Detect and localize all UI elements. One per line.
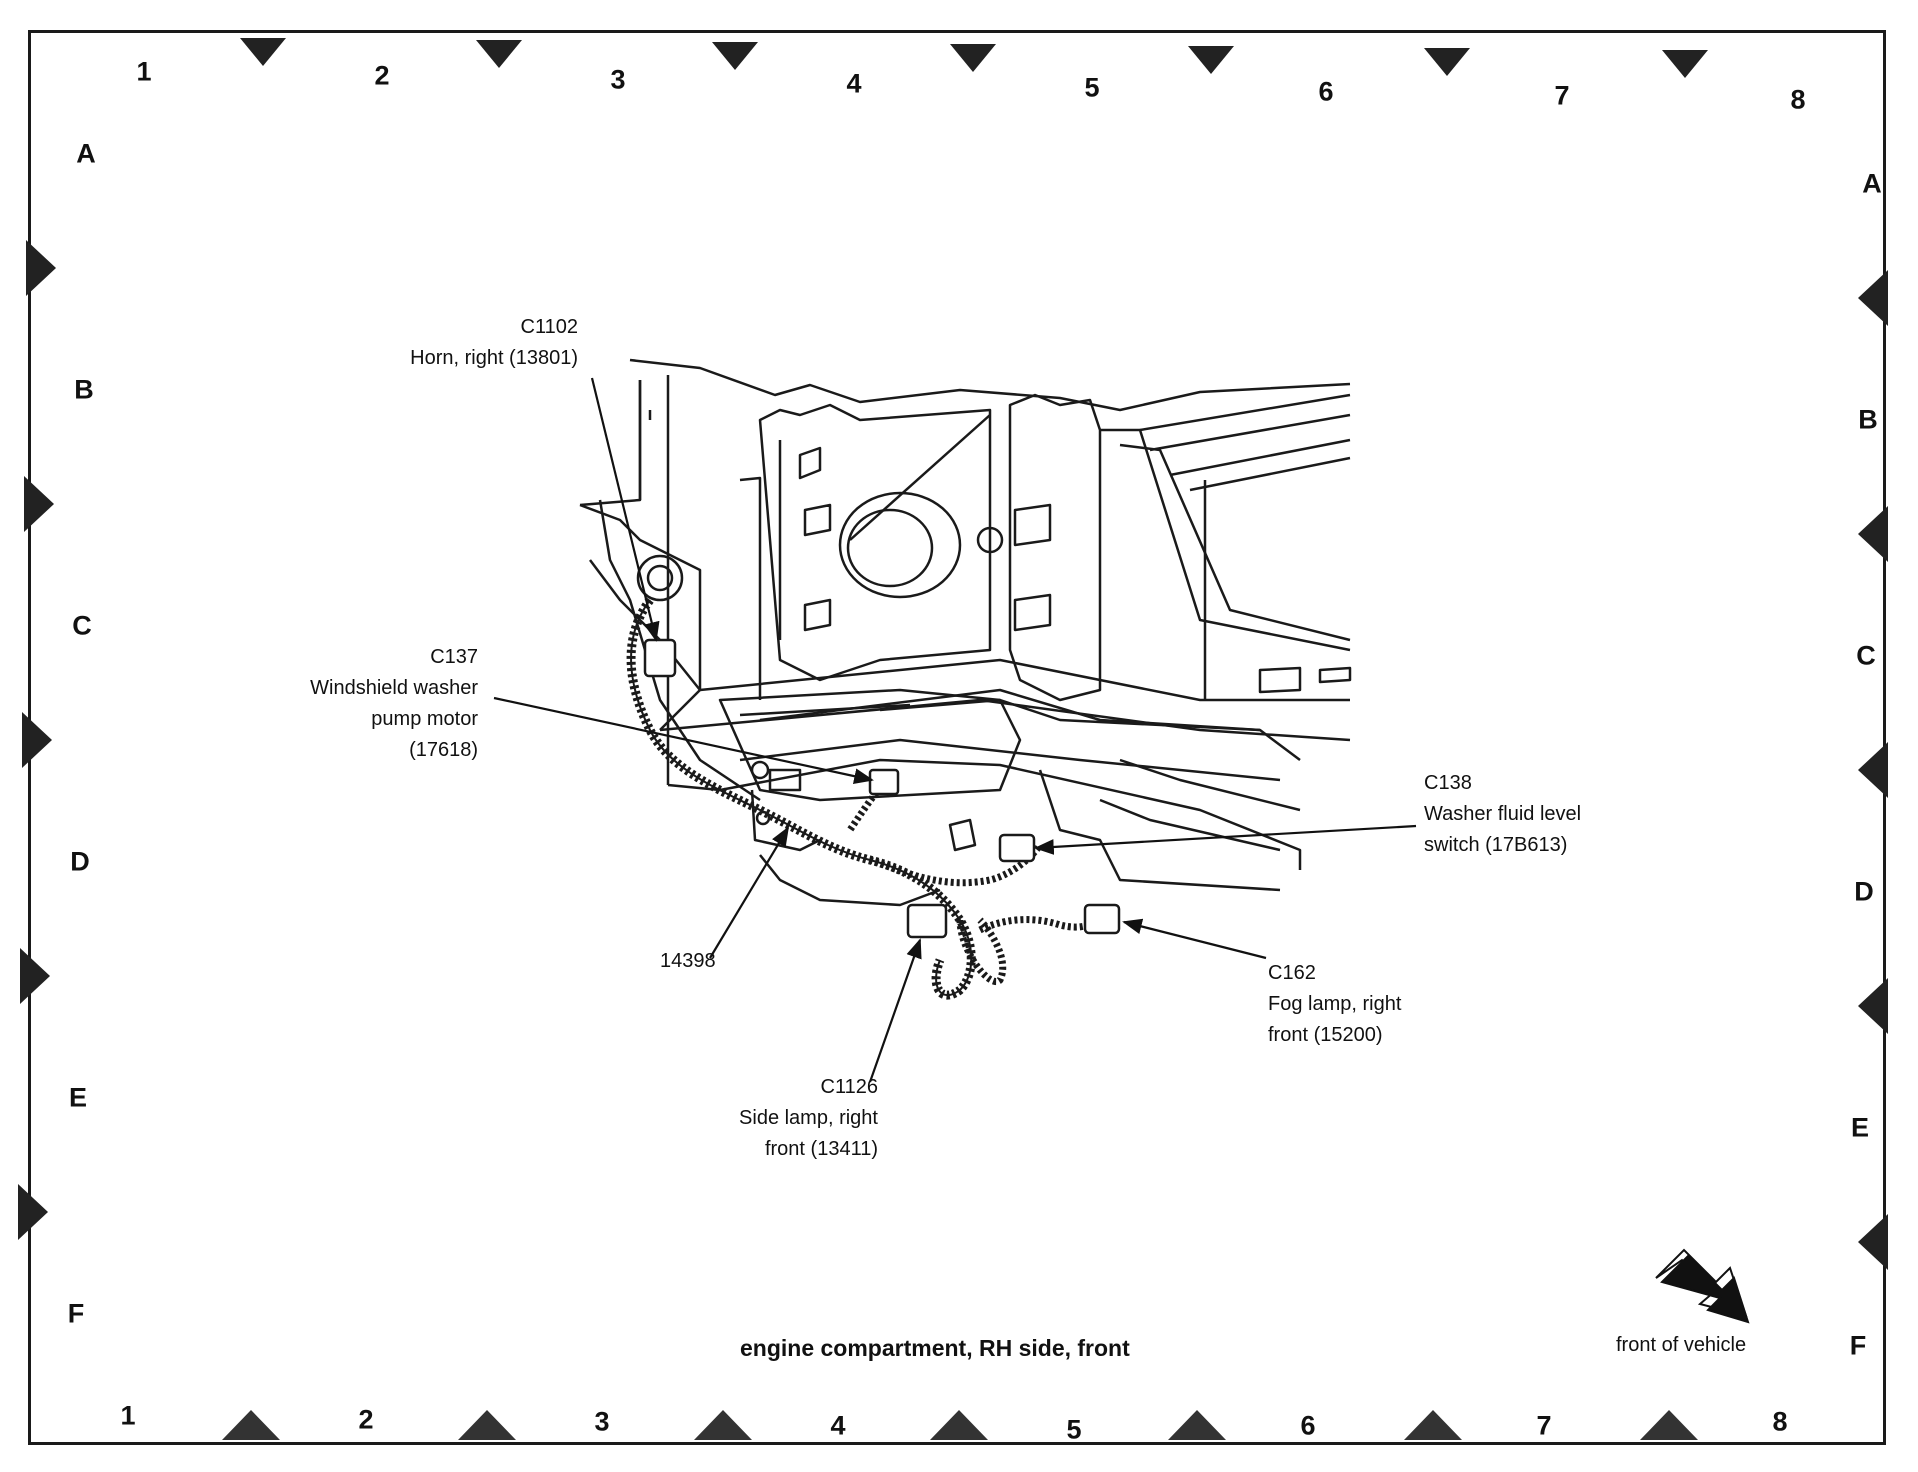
callout-c162-desc-line1: Fog lamp, right: [1268, 993, 1402, 1015]
callout-c1102-id: C1102: [520, 316, 578, 338]
grid-row-b-right: B: [1858, 404, 1878, 435]
callout-c1102-desc: Horn, right (13801): [410, 347, 578, 369]
grid-col-7-top: 7: [1554, 80, 1570, 111]
grid-row-e-right: E: [1850, 1112, 1870, 1143]
engine-structure: [579, 358, 1352, 907]
grid-row-a-right: A: [1862, 168, 1882, 199]
front-of-vehicle-label: front of vehicle: [1616, 1334, 1747, 1356]
grid-row-c-right: C: [1856, 640, 1876, 671]
border-marks-bottom: [222, 1410, 1698, 1440]
grid-col-4-top: 4: [846, 68, 862, 99]
grid-col-5-top: 5: [1084, 72, 1100, 103]
callout-c138: C138 Washer fluid level switch (17B613): [1424, 768, 1581, 861]
callout-c162-id: C162: [1268, 962, 1316, 984]
grid-col-1-top: 1: [136, 56, 152, 87]
callout-14398: 14398: [660, 946, 716, 977]
grid-row-d-right: D: [1854, 876, 1874, 907]
grid-row-c-left: C: [72, 610, 92, 641]
callout-c138-desc-line1: Washer fluid level: [1424, 803, 1582, 825]
leader-c137: [493, 696, 874, 784]
grid-col-8-bottom: 8: [1772, 1406, 1788, 1437]
grid-col-2-top: 2: [374, 60, 390, 91]
grid-row-e-left: E: [68, 1082, 88, 1113]
callout-c137-desc-line1: Windshield washer: [310, 677, 478, 699]
grid-row-a-left: A: [76, 138, 96, 169]
wiring-harness: [626, 597, 1121, 1000]
grid-col-3-top: 3: [610, 64, 626, 95]
leader-14398: [709, 826, 790, 959]
grid-col-2-bottom: 2: [358, 1404, 374, 1435]
leader-c162: [1122, 918, 1267, 960]
callout-c137-desc-line3: (17618): [409, 739, 478, 761]
grid-row-b-left: B: [74, 374, 94, 405]
callout-c137-desc-line2: pump motor: [371, 708, 478, 730]
callout-c1126: C1126 Side lamp, right front (13411): [700, 1072, 878, 1165]
grid-col-4-bottom: 4: [830, 1410, 846, 1441]
grid-col-6-top: 6: [1318, 76, 1334, 107]
grid-col-3-bottom: 3: [594, 1406, 610, 1437]
callout-c138-id: C138: [1424, 772, 1472, 794]
border-marks-left: [18, 240, 56, 1240]
callout-c162: C162 Fog lamp, right front (15200): [1268, 958, 1401, 1051]
leader-c1126: [868, 938, 922, 1083]
callout-c137: C137 Windshield washer pump motor (17618…: [260, 642, 478, 766]
leader-lines: [493, 377, 1417, 1083]
grid-col-8-top: 8: [1790, 84, 1806, 115]
border-marks-top: [240, 38, 1708, 78]
callout-c1126-id: C1126: [820, 1076, 878, 1098]
callout-c1126-desc-line2: front (13411): [764, 1138, 878, 1160]
leader-c138: [1034, 824, 1417, 855]
callout-c137-id: C137: [430, 646, 478, 668]
callout-c138-desc-line2: switch (17B613): [1424, 834, 1568, 856]
callout-14398-id: 14398: [660, 950, 716, 972]
grid-col-5-bottom: 5: [1066, 1414, 1082, 1445]
grid-row-d-left: D: [70, 846, 90, 877]
grid-row-f-right: F: [1849, 1330, 1867, 1361]
callout-c1126-desc-line1: Side lamp, right: [739, 1107, 878, 1129]
grid-col-1-bottom: 1: [120, 1400, 136, 1431]
grid-col-7-bottom: 7: [1536, 1410, 1552, 1441]
grid-row-f-left: F: [67, 1298, 85, 1329]
diagram-caption: engine compartment, RH side, front: [740, 1335, 1130, 1361]
callout-c1102: C1102 Horn, right (13801): [376, 312, 578, 374]
leader-c1102: [590, 377, 660, 642]
front-arrow-icon: [1655, 1248, 1750, 1324]
grid-col-6-bottom: 6: [1300, 1410, 1316, 1441]
callout-c162-desc-line2: front (15200): [1268, 1024, 1383, 1046]
border-marks-right: [1858, 270, 1888, 1270]
